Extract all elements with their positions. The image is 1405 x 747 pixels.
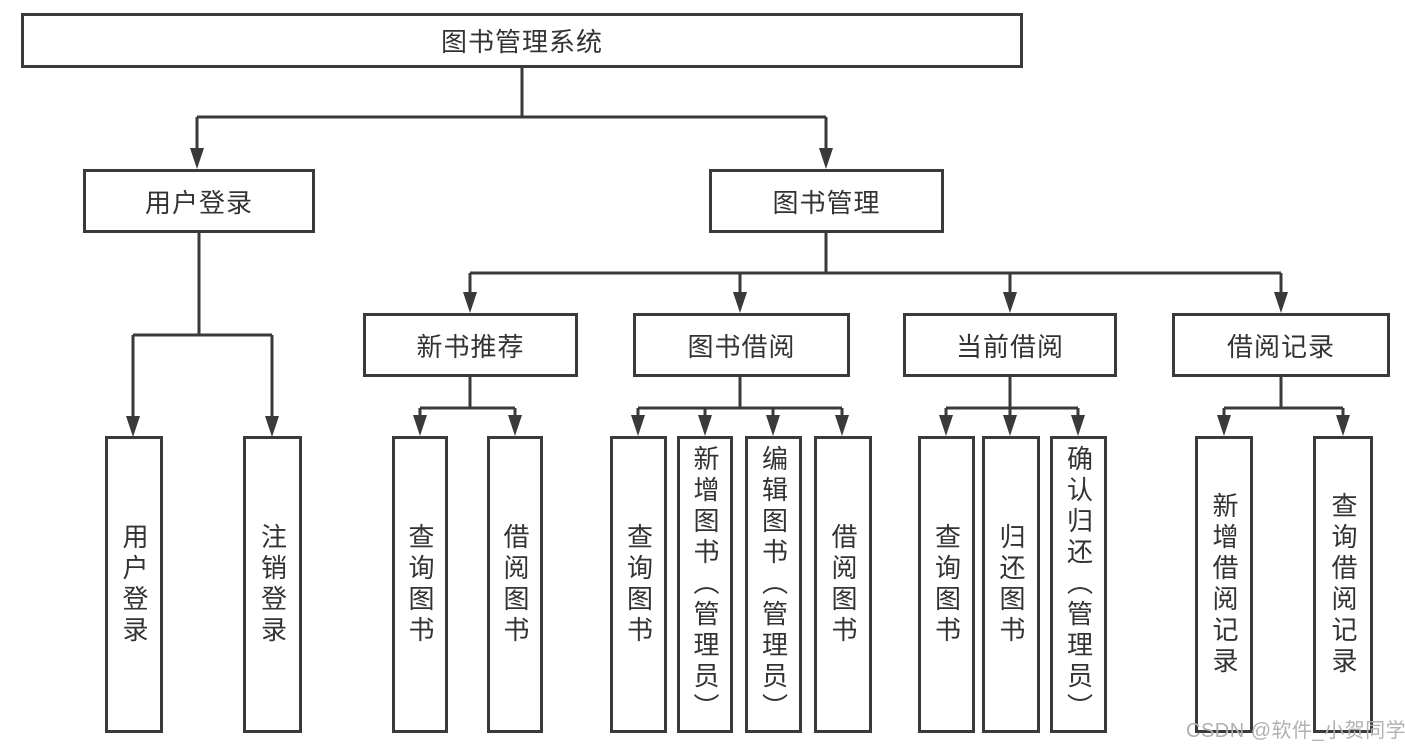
arrow-down-icon <box>1217 415 1231 436</box>
node-book-borrow: 图书借阅 <box>633 313 850 377</box>
arrow-down-icon <box>508 415 522 436</box>
leaf-add-books-admin: 新增图书（管理员） <box>677 436 733 733</box>
node-label: 查询图书 <box>405 522 435 647</box>
arrow-down-icon <box>190 148 204 169</box>
node-label: 查询图书 <box>931 522 962 647</box>
leaf-return-books: 归还图书 <box>982 436 1040 733</box>
node-label: 图书管理 <box>772 187 881 218</box>
node-label: 新增图书（管理员） <box>690 445 720 724</box>
arrow-down-icon <box>631 415 645 436</box>
node-library-management-system: 图书管理系统 <box>21 13 1023 68</box>
node-label: 注销登录 <box>257 522 288 647</box>
arrow-down-icon <box>1274 292 1288 313</box>
node-label: 查询图书 <box>623 522 654 647</box>
leaf-add-borrow-record: 新增借阅记录 <box>1195 436 1253 733</box>
node-book-management: 图书管理 <box>709 169 944 233</box>
arrow-down-icon <box>1003 292 1017 313</box>
arrow-down-icon <box>733 292 747 313</box>
arrow-down-icon <box>413 415 427 436</box>
csdn-watermark: CSDN @软件_小贺同学 <box>1186 720 1405 742</box>
arrow-down-icon <box>939 415 953 436</box>
node-label: 当前借阅 <box>955 331 1064 362</box>
leaf-query-books-borrow: 查询图书 <box>610 436 667 733</box>
node-borrow-records: 借阅记录 <box>1172 313 1390 377</box>
arrow-down-icon <box>766 415 780 436</box>
arrow-down-icon <box>265 416 279 437</box>
node-label: 新书推荐 <box>416 331 525 362</box>
leaf-query-books-current: 查询图书 <box>918 436 975 733</box>
leaf-query-borrow-record: 查询借阅记录 <box>1313 436 1373 733</box>
node-label: 归还图书 <box>996 522 1026 647</box>
arrow-down-icon <box>819 148 833 169</box>
node-label: 查询借阅记录 <box>1328 491 1358 678</box>
leaf-query-books-recommend: 查询图书 <box>392 436 448 733</box>
arrow-down-icon <box>1003 415 1017 436</box>
node-label: 图书管理系统 <box>440 27 603 57</box>
leaf-borrow-books: 借阅图书 <box>814 436 872 733</box>
node-label: 编辑图书（管理员） <box>758 445 789 724</box>
node-label: 用户登录 <box>144 187 253 218</box>
arrow-down-icon <box>835 415 849 436</box>
leaf-borrow-books-recommend: 借阅图书 <box>487 436 543 733</box>
leaf-confirm-return-admin: 确认归还（管理员） <box>1050 436 1107 733</box>
arrow-down-icon <box>126 416 140 437</box>
node-current-borrow: 当前借阅 <box>903 313 1117 377</box>
leaf-logout: 注销登录 <box>243 436 302 733</box>
node-label: 新增借阅记录 <box>1209 491 1239 678</box>
node-label: 借阅记录 <box>1226 331 1335 362</box>
arrow-down-icon <box>463 292 477 313</box>
leaf-user-login: 用户登录 <box>105 436 163 733</box>
arrow-down-icon <box>1071 415 1085 436</box>
node-label: 用户登录 <box>119 522 149 647</box>
node-label: 确认归还（管理员） <box>1063 445 1094 724</box>
node-new-book-recommend: 新书推荐 <box>363 313 578 377</box>
leaf-edit-books-admin: 编辑图书（管理员） <box>745 436 802 733</box>
node-label: 借阅图书 <box>500 522 530 647</box>
node-user-login: 用户登录 <box>83 169 315 233</box>
node-label: 图书借阅 <box>687 331 796 362</box>
node-label: 借阅图书 <box>828 522 858 647</box>
arrow-down-icon <box>1336 415 1350 436</box>
arrow-down-icon <box>698 415 712 436</box>
